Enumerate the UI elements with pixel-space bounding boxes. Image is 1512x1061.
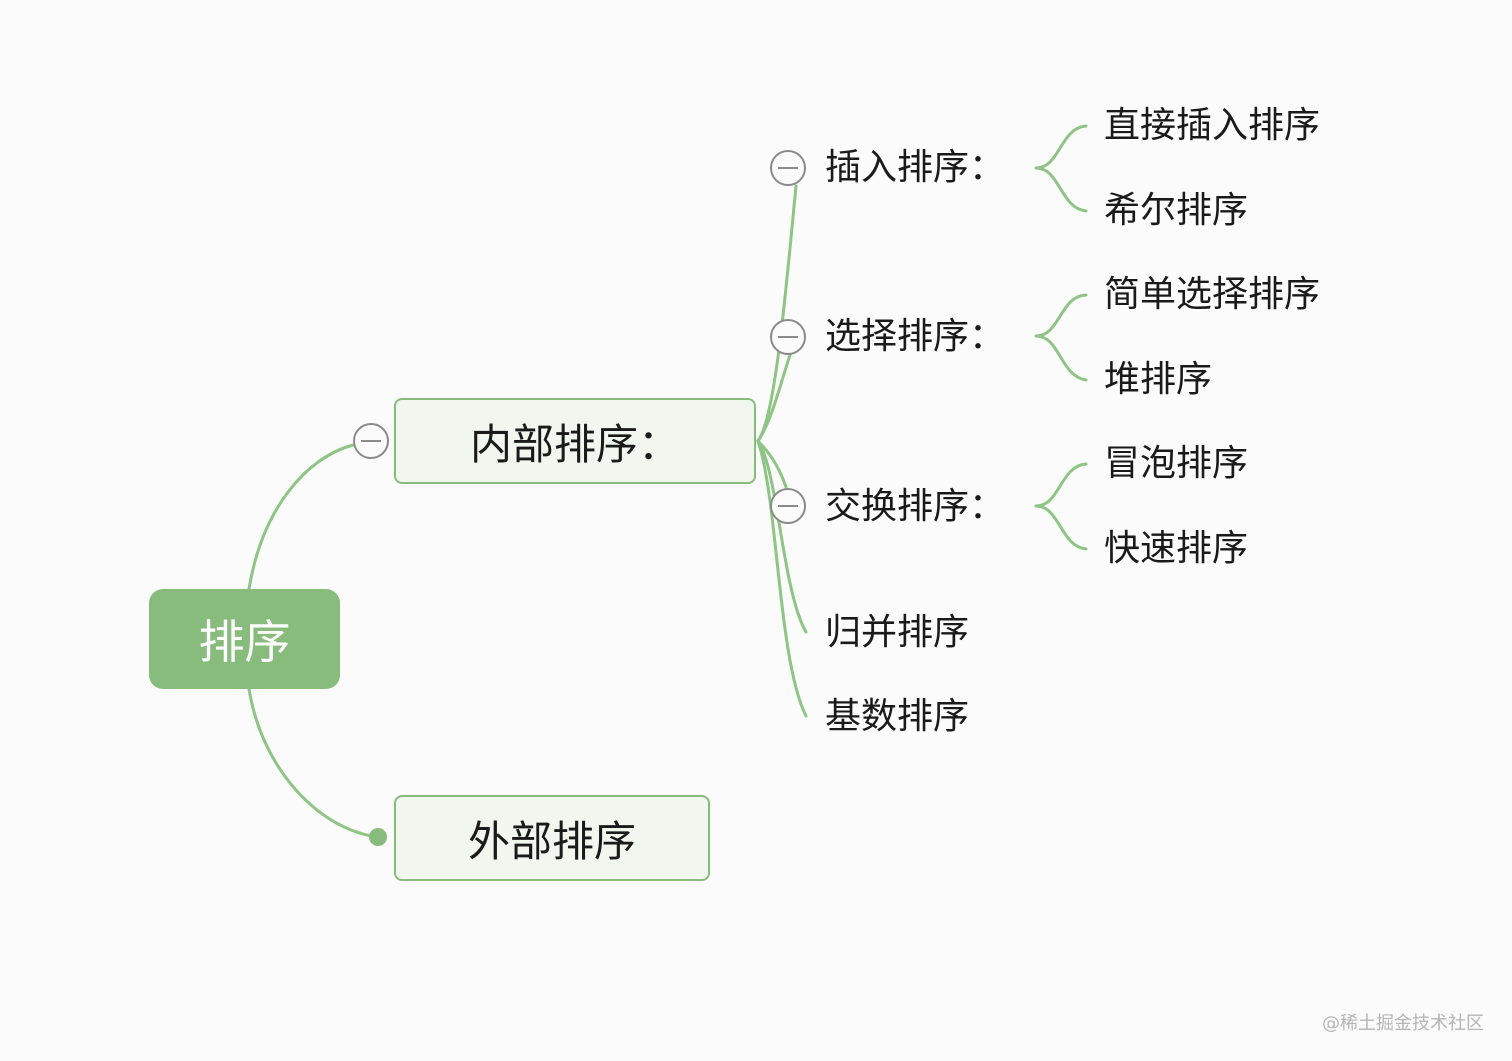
link-root-external — [247, 687, 380, 839]
radix-sort-node[interactable]: 基数排序 — [825, 696, 970, 737]
quick-sort-node[interactable]: 快速排序 — [1104, 528, 1249, 569]
brace-select — [1034, 293, 1088, 382]
collapse-exchange-button[interactable] — [770, 488, 806, 524]
internal-sort-node[interactable]: 内部排序： — [394, 398, 756, 484]
root-node[interactable]: 排序 — [149, 589, 340, 689]
external-sort-label: 外部排序 — [467, 816, 636, 866]
insert-sort-node[interactable]: 插入排序： — [825, 147, 1006, 188]
external-sort-node[interactable]: 外部排序 — [394, 795, 710, 881]
link-internal-insert — [756, 184, 798, 443]
link-root-internal — [247, 443, 355, 591]
watermark: @稀土掘金技术社区 — [1322, 1013, 1484, 1034]
straight-insertion-sort-node[interactable]: 直接插入排序 — [1104, 105, 1321, 146]
bubble-sort-node[interactable]: 冒泡排序 — [1104, 443, 1249, 484]
shell-sort-node[interactable]: 希尔排序 — [1104, 190, 1249, 231]
collapse-internal-button[interactable] — [353, 423, 389, 459]
brace-exchange — [1034, 462, 1088, 551]
collapse-insert-button[interactable] — [770, 150, 806, 186]
link-internal-merge — [756, 439, 808, 634]
external-endpoint-dot — [369, 828, 387, 846]
collapse-select-button[interactable] — [770, 319, 806, 355]
exchange-sort-node[interactable]: 交换排序： — [825, 486, 1006, 527]
brace-insert — [1034, 124, 1088, 213]
merge-sort-node[interactable]: 归并排序 — [825, 612, 970, 653]
internal-sort-label: 内部排序： — [469, 419, 680, 469]
link-internal-radix — [756, 439, 808, 718]
select-sort-node[interactable]: 选择排序： — [825, 316, 1006, 357]
link-internal-select — [756, 353, 792, 443]
heap-sort-node[interactable]: 堆排序 — [1104, 359, 1213, 400]
simple-selection-sort-node[interactable]: 简单选择排序 — [1104, 274, 1321, 315]
